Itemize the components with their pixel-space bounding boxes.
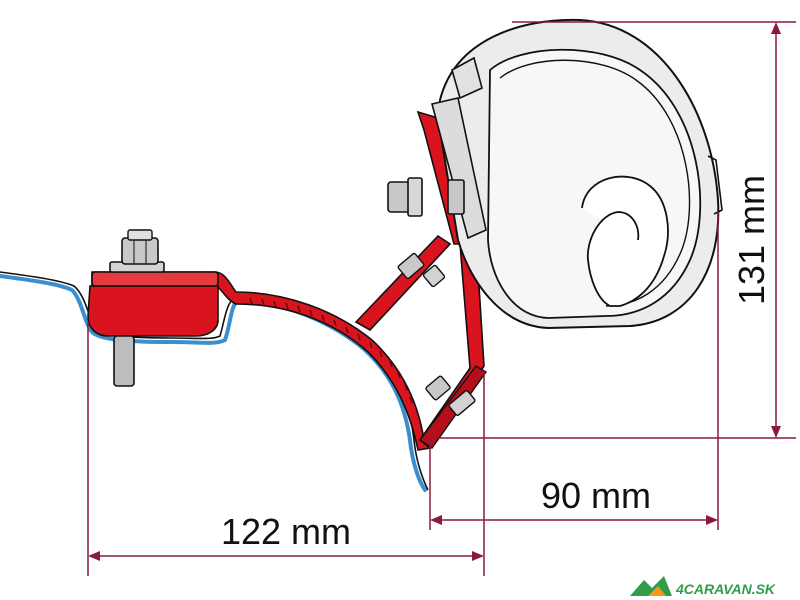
housing-mount-bolt	[387, 177, 465, 217]
bracket-curved-strip	[91, 271, 432, 451]
watermark-text: 4CARAVAN.SK	[675, 581, 776, 597]
housing-inner-lip	[499, 59, 691, 307]
bolt-thread-top	[127, 229, 153, 241]
housing-clip	[451, 56, 483, 100]
strut-bolt-lower	[425, 375, 476, 416]
dimension-label-90: 90 mm	[541, 475, 651, 516]
clamp-top-plate	[91, 271, 219, 287]
dimension-label-131: 131 mm	[731, 175, 772, 305]
dimension-label-122: 122 mm	[221, 511, 351, 552]
mount-bolt-washer	[407, 177, 423, 217]
bolt-shaft-lower	[113, 335, 135, 387]
mount-bolt-head	[447, 179, 465, 215]
strut-bolt-upper	[397, 252, 446, 288]
adapter-bracket	[87, 110, 488, 451]
dimension-lines	[87, 21, 796, 576]
housing-roller-slot	[581, 175, 669, 307]
mount-bolt-nut	[387, 181, 411, 213]
watermark: 4CARAVAN.SK	[630, 576, 776, 597]
bracket-serrations	[249, 297, 413, 404]
rail-blue-line	[0, 274, 427, 492]
bracket-clamp-block	[87, 285, 219, 337]
clamp-bolt	[109, 229, 165, 387]
awning-housing	[431, 18, 723, 330]
bolt-nut	[121, 237, 159, 265]
